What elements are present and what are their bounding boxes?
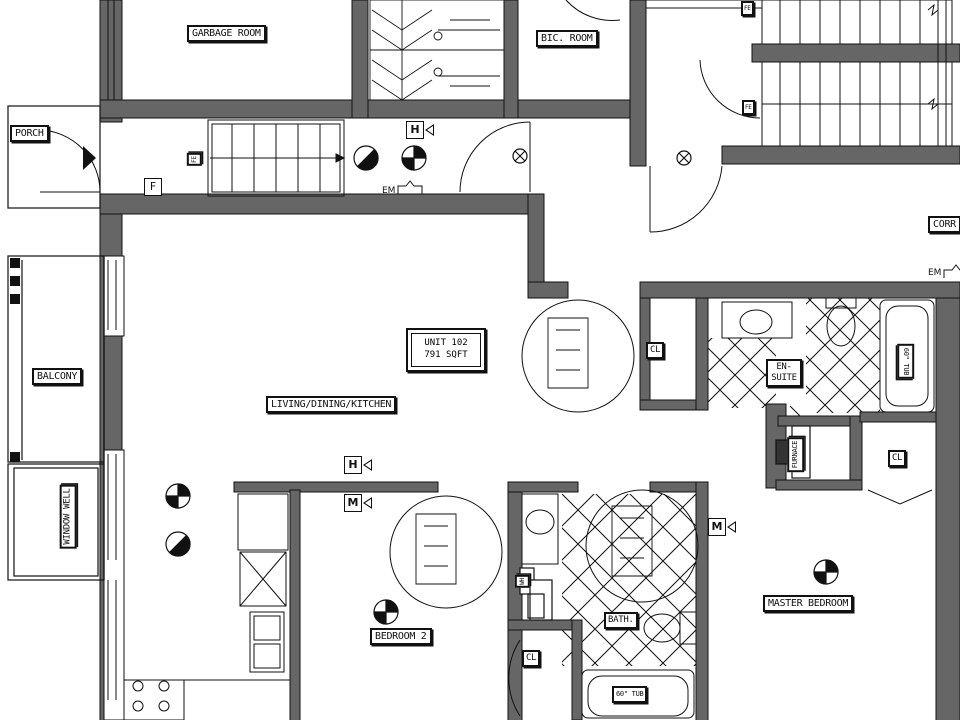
em-label-corridor: EM — [928, 268, 942, 278]
tub-label-ensuite: 60" TUB — [897, 343, 915, 380]
heat-detector-icon-hall: H — [406, 121, 434, 139]
tub-label-bath: 60" TUB — [612, 686, 648, 703]
closet-label-master: CL — [888, 450, 907, 467]
bath-label: BATH. — [604, 612, 638, 629]
master-bedroom-label: MASTER BEDROOM — [763, 595, 854, 612]
ensuite-tile-floor-2 — [806, 298, 880, 413]
fire-alarm-icon: F — [144, 178, 162, 196]
hallway-stairs — [207, 119, 346, 197]
bic-room-label: BIC. ROOM — [536, 30, 598, 47]
fire-extinguisher-label-1: FE — [186, 153, 202, 166]
smoke-detector-icon-master: M — [708, 518, 736, 536]
ensuite-tile-floor — [708, 338, 776, 408]
porch-label: PORCH — [10, 125, 49, 142]
window-well-label: WINDOW WELL — [59, 484, 77, 549]
heat-detector-icon-living: H — [344, 456, 372, 474]
unit-area: 791 SQFT — [424, 350, 468, 360]
bedroom-2-label: BEDROOM 2 — [370, 628, 432, 645]
unit-tag: UNIT 102 791 SQFT — [406, 328, 486, 372]
light-fixture-icons — [165, 145, 839, 625]
windows — [107, 0, 117, 700]
bike-racks — [369, 0, 505, 101]
em-label-hall: EM — [382, 186, 396, 196]
closet-label-ensuite: CL — [646, 342, 665, 359]
balcony-posts — [10, 258, 20, 462]
furnace-label: FURNACE — [787, 436, 805, 473]
plumbing-fixtures — [123, 297, 935, 720]
fire-extinguisher-label-3: FE — [742, 100, 755, 115]
fire-extinguisher-label-2: FE — [741, 1, 754, 16]
living-dining-kitchen-label: LIVING/DINING/KITCHEN — [266, 396, 397, 413]
wheelchair-clearances — [389, 299, 699, 609]
ensuite-label: EN-SUITE — [766, 359, 802, 387]
door-swings — [39, 0, 933, 717]
smoke-detector-icon-bedroom2: M — [344, 494, 372, 512]
garbage-room-label: GARBAGE ROOM — [187, 25, 266, 42]
balcony-label: BALCONY — [32, 368, 83, 385]
emergency-light-icons — [397, 180, 960, 278]
closet-label-bath: CL — [522, 650, 541, 667]
exterior-outlines — [7, 105, 105, 581]
corridor-label: CORR — [928, 216, 960, 233]
upper-stairs — [761, 0, 953, 147]
water-heater-label: WH — [514, 575, 530, 588]
unit-name: UNIT 102 — [424, 338, 468, 348]
